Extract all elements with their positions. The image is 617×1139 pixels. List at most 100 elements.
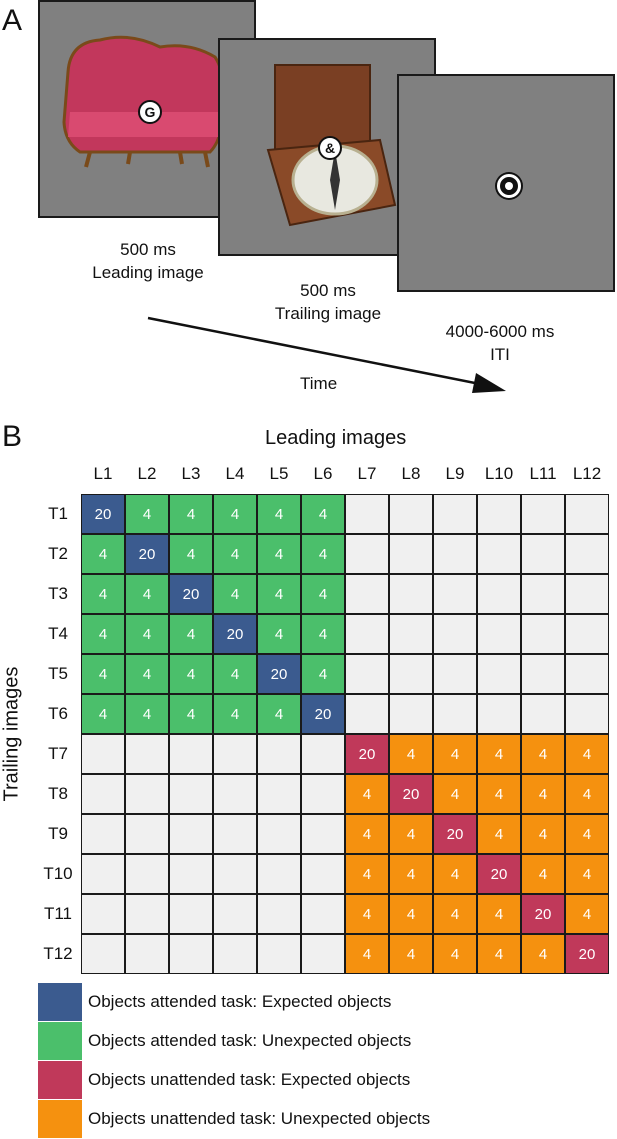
matrix-cell [301, 854, 345, 894]
matrix-cell [521, 534, 565, 574]
matrix-cell: 4 [521, 774, 565, 814]
matrix-cell: 4 [257, 614, 301, 654]
leading-time: 500 ms [120, 240, 176, 259]
matrix-cell [257, 894, 301, 934]
matrix-cell [125, 854, 169, 894]
matrix-cell: 4 [125, 694, 169, 734]
matrix-cell [213, 734, 257, 774]
matrix-cell: 4 [345, 814, 389, 854]
matrix-cell: 20 [257, 654, 301, 694]
matrix-cell [345, 614, 389, 654]
matrix-cell [301, 814, 345, 854]
matrix-cell [345, 574, 389, 614]
column-label: L1 [93, 464, 113, 483]
matrix-cell: 4 [169, 654, 213, 694]
matrix-cell [477, 654, 521, 694]
matrix-cell [389, 534, 433, 574]
matrix-cell: 4 [477, 734, 521, 774]
matrix-cell: 20 [213, 614, 257, 654]
trailing-time: 500 ms [300, 281, 356, 300]
matrix-cell: 4 [389, 734, 433, 774]
iti-time: 4000-6000 ms [445, 322, 555, 341]
panel-a-label: A [2, 4, 23, 37]
matrix-cell: 20 [521, 894, 565, 934]
matrix-cell: 4 [477, 894, 521, 934]
column-label: L8 [401, 464, 421, 483]
column-label: L2 [137, 464, 157, 483]
matrix-cell: 4 [257, 574, 301, 614]
matrix-cell: 4 [565, 854, 609, 894]
iti-caption: 4000-6000 ms ITI [410, 320, 590, 366]
matrix-cell: 4 [389, 854, 433, 894]
matrix-cell [213, 774, 257, 814]
matrix-cell [169, 734, 213, 774]
matrix-cell [301, 734, 345, 774]
matrix-cell: 4 [213, 534, 257, 574]
matrix-cell: 4 [301, 534, 345, 574]
matrix-cell [389, 654, 433, 694]
matrix-cell: 4 [213, 654, 257, 694]
legend-label: Objects attended task: Unexpected object… [88, 1031, 412, 1050]
legend-label: Objects attended task: Expected objects [88, 992, 392, 1011]
matrix-cell: 4 [345, 854, 389, 894]
matrix-cell: 4 [565, 734, 609, 774]
matrix-cell: 4 [521, 734, 565, 774]
sofa-icon [62, 35, 225, 168]
matrix-cell [345, 494, 389, 534]
matrix-cell [433, 534, 477, 574]
matrix-cell: 4 [433, 934, 477, 974]
legend-swatch [38, 1100, 82, 1138]
row-label: T5 [48, 664, 68, 683]
matrix-cell [81, 774, 125, 814]
matrix-cell: 4 [565, 774, 609, 814]
column-label: L3 [181, 464, 201, 483]
time-label: Time [300, 374, 338, 393]
matrix-cell: 4 [125, 574, 169, 614]
matrix-cell: 4 [81, 654, 125, 694]
matrix-cell [257, 734, 301, 774]
matrix-cell [169, 814, 213, 854]
matrix-cell: 4 [169, 614, 213, 654]
matrix-cell: 4 [301, 574, 345, 614]
matrix-cell: 20 [565, 934, 609, 974]
matrix-cell: 4 [389, 934, 433, 974]
matrix-cell [301, 894, 345, 934]
matrix-cell: 4 [257, 494, 301, 534]
matrix-cell [81, 934, 125, 974]
row-label: T3 [48, 584, 68, 603]
matrix-cell: 20 [477, 854, 521, 894]
matrix-cell [565, 694, 609, 734]
matrix-cell [81, 814, 125, 854]
matrix-cell: 4 [345, 774, 389, 814]
trailing-caption: 500 ms Trailing image [238, 279, 418, 325]
matrix-cell [477, 614, 521, 654]
matrix-cell: 20 [389, 774, 433, 814]
matrix-cell: 4 [565, 894, 609, 934]
matrix-cell: 4 [389, 814, 433, 854]
matrix-cell: 20 [81, 494, 125, 534]
matrix-title: Leading images [265, 427, 407, 449]
matrix-cell: 4 [125, 494, 169, 534]
matrix-cell: 4 [433, 894, 477, 934]
matrix-cell [125, 814, 169, 854]
matrix-cell [213, 814, 257, 854]
leading-name: Leading image [92, 263, 204, 282]
matrix-cell [389, 574, 433, 614]
panel-b-label: B [2, 420, 23, 453]
matrix-cell: 4 [389, 894, 433, 934]
column-label: L7 [357, 464, 377, 483]
matrix-cell: 20 [301, 694, 345, 734]
fixation-letter: G [138, 100, 162, 124]
matrix-cell: 4 [433, 854, 477, 894]
matrix-cell [301, 934, 345, 974]
matrix-cell [213, 934, 257, 974]
matrix-cell: 4 [477, 774, 521, 814]
matrix-cell [213, 894, 257, 934]
column-label: L4 [225, 464, 245, 483]
matrix-cell [433, 614, 477, 654]
matrix-cell [565, 654, 609, 694]
legend-swatch [38, 1022, 82, 1060]
matrix-cell: 20 [433, 814, 477, 854]
matrix-cell: 4 [433, 774, 477, 814]
matrix-cell [433, 494, 477, 534]
